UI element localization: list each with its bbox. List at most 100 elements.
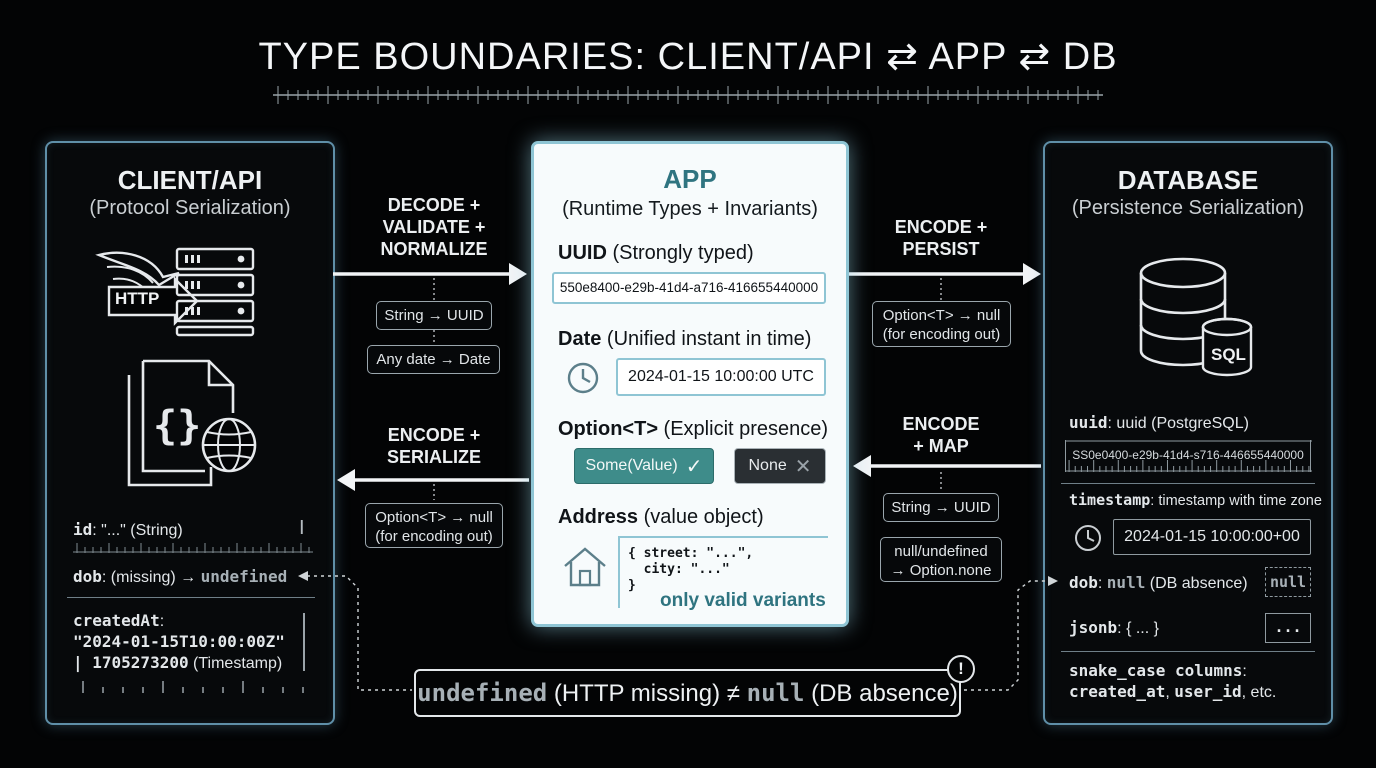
app-uuid-value: 550e8400-e29b-41d4-a716-416655440000	[552, 272, 826, 304]
encode-persist-label: ENCODE + PERSIST	[873, 216, 1009, 260]
callout-http-missing: (HTTP missing) ≠	[547, 680, 747, 707]
db-divider-2	[1061, 651, 1315, 652]
client-dob-key: dob	[73, 567, 102, 586]
http-label: HTTP	[115, 289, 160, 308]
client-createdat-iso: "2024-01-15T10:00:00Z"	[73, 632, 285, 651]
serialize-arrowhead-icon	[337, 469, 355, 491]
client-createdat-epoch: 1705273200	[92, 653, 189, 672]
app-uuid-heading: UUID (Strongly typed)	[558, 242, 754, 265]
client-createdat-bracket	[303, 613, 305, 671]
db-dob-note: (DB absence)	[1145, 575, 1248, 592]
db-subtitle: (Persistence Serialization)	[1071, 197, 1305, 219]
database-sql-icon	[1139, 257, 1253, 377]
db-timestamp-type: : timestamp with time zone	[1150, 493, 1322, 509]
encode-serialize-label: ENCODE + SERIALIZE	[366, 424, 502, 468]
encode-persist-line2: PERSIST	[902, 239, 980, 259]
db-uuid-value-box: SS0e0400-e29b-41d4-s716-446655440000	[1065, 440, 1312, 472]
text-cursor-icon: I	[299, 517, 305, 539]
checkmark-icon: ✓	[685, 455, 703, 478]
app-subtitle: (Runtime Types + Invariants)	[562, 198, 818, 220]
client-id-key: id	[73, 520, 93, 539]
db-snake-tail: , etc.	[1241, 684, 1277, 701]
client-createdat-note: (Timestamp)	[188, 655, 283, 672]
json-document-globe-icon: {}	[127, 359, 257, 487]
db-snake-head: snake_case columns	[1069, 661, 1243, 680]
db-uuid-type: : uuid (PostgreSQL)	[1107, 415, 1249, 432]
address-code: { street: "...", city: "..."}	[628, 546, 753, 594]
decode-box-any-date: Any date → Date	[367, 345, 500, 374]
address-code-line2: city: "..."	[628, 562, 730, 577]
app-address-note: (value object)	[638, 506, 764, 528]
db-uuid-ruler	[1066, 440, 1312, 472]
client-id-row: id: "..." (String)	[73, 520, 183, 540]
encode-serialize-box-line1: Option<T> → null	[375, 509, 493, 526]
encode-map-box-string-uuid: String → UUID	[883, 493, 999, 522]
db-clock-icon	[1075, 525, 1101, 551]
decode-label-line3: NORMALIZE	[380, 239, 488, 259]
right-callout-arrowhead-icon	[1048, 576, 1058, 586]
encode-map-line2: + MAP	[913, 436, 969, 456]
warning-icon: !	[947, 655, 975, 683]
app-uuid-head: UUID	[558, 242, 607, 264]
app-date-value: 2024-01-15 10:00:00 UTC	[616, 358, 826, 396]
http-server-icon	[95, 247, 255, 337]
encode-serialize-line2: SERIALIZE	[386, 447, 481, 467]
app-title: APP	[663, 164, 717, 194]
callout-undefined-word: undefined	[417, 679, 548, 707]
client-title: CLIENT/API	[117, 165, 263, 195]
client-bottom-ruler	[82, 681, 304, 693]
title-ruler	[273, 86, 1103, 104]
left-arrows	[333, 263, 529, 500]
db-dob-null-badge: null	[1265, 567, 1311, 597]
address-code-frame	[618, 536, 828, 608]
db-title: DATABASE	[1117, 165, 1259, 195]
some-value-chip: Some(Value) ✓	[574, 448, 714, 484]
page-title: TYPE BOUNDARIES: CLIENT/API ⇄ APP ⇄ DB	[258, 36, 1118, 78]
undefined-vs-null-callout: undefined (HTTP missing) ≠ null (DB abse…	[414, 669, 961, 717]
db-snake-sep: ,	[1165, 684, 1175, 701]
client-dob-row: dob: (missing) → undefined	[73, 567, 287, 587]
db-snake-heading: snake_case columns:	[1069, 661, 1247, 681]
x-icon: ✕	[794, 455, 812, 478]
client-dob-desc: : (missing) →	[101, 569, 201, 586]
encode-serialize-line1: ENCODE +	[387, 425, 481, 445]
client-createdat-pipe: |	[73, 653, 93, 672]
db-uuid-key: uuid	[1069, 413, 1108, 432]
right-arrows	[847, 263, 1041, 492]
app-date-head: Date	[558, 328, 602, 350]
encode-persist-box: Option<T> → null (for encoding out)	[872, 301, 1011, 347]
db-jsonb-badge: ...	[1265, 613, 1311, 643]
db-snake-col2: user_id	[1174, 682, 1242, 701]
encode-persist-box-line2: (for encoding out)	[882, 326, 1001, 343]
app-address-head: Address	[558, 506, 639, 528]
client-createdat-key: createdAt	[73, 611, 160, 630]
app-option-heading: Option<T> (Explicit presence)	[558, 418, 828, 441]
address-code-line1: { street: "...",	[628, 546, 754, 561]
persist-arrowhead-icon	[1023, 263, 1041, 285]
client-id-underline	[73, 543, 313, 553]
db-timestamp-value: 2024-01-15 10:00:00+00	[1113, 519, 1311, 555]
client-dob-undefined: undefined	[200, 567, 288, 586]
db-timestamp-key: timestamp	[1069, 491, 1151, 509]
address-code-line3: }	[628, 578, 636, 593]
db-jsonb-key: jsonb	[1069, 618, 1118, 637]
db-dob-row: dob: null (DB absence)	[1069, 573, 1248, 593]
callout-null-word: null	[746, 679, 805, 707]
sql-label: SQL	[1211, 345, 1246, 364]
encode-persist-box-line1: Option<T> → null	[882, 307, 1001, 324]
db-snake-col1: created_at	[1069, 682, 1166, 701]
client-subtitle: (Protocol Serialization)	[89, 197, 291, 219]
clock-icon	[567, 362, 599, 394]
encode-map-box-null-line2: → Option.none	[890, 562, 992, 579]
app-date-heading: Date (Unified instant in time)	[558, 328, 811, 351]
db-dob-colon: :	[1097, 575, 1107, 592]
db-jsonb-value: : { ... }	[1117, 620, 1159, 637]
encode-persist-line1: ENCODE +	[894, 217, 988, 237]
decode-label-line1: DECODE +	[387, 195, 481, 215]
db-dob-key: dob	[1069, 573, 1098, 592]
app-panel: APP (Runtime Types + Invariants) UUID (S…	[531, 141, 849, 627]
client-id-desc: : "..." (String)	[92, 522, 183, 539]
client-createdat-label: createdAt:	[73, 611, 164, 631]
map-arrowhead-icon	[853, 455, 871, 477]
encode-map-box-null-line1: null/undefined	[894, 543, 988, 560]
